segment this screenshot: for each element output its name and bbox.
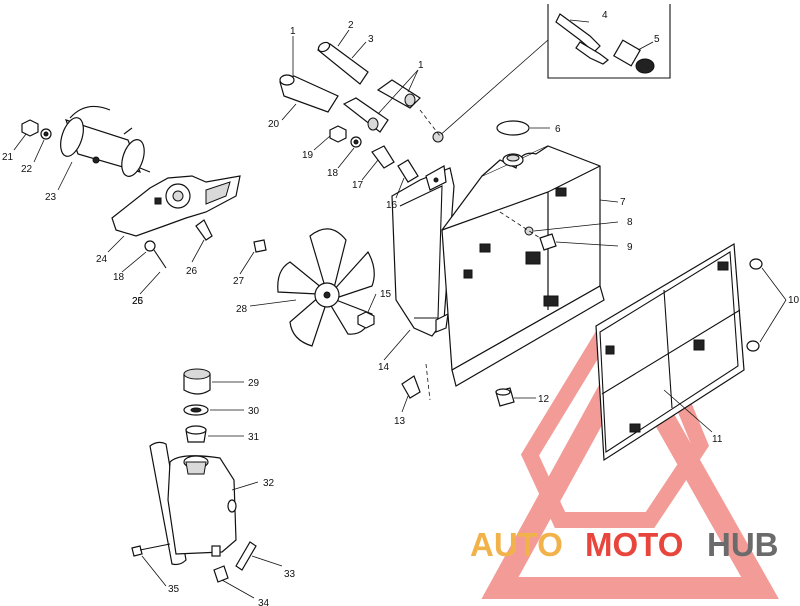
callout-labels: 1 1 2 3 4 5 6 7 8 9 10 11 12 13 14 15 16… (2, 10, 800, 606)
callout-25: 25 (132, 296, 144, 307)
callout-3: 3 (368, 34, 374, 45)
callout-18a: 18 (327, 168, 339, 179)
watermark-text: AUTO MOTO HUB (470, 526, 779, 563)
callout-24: 24 (96, 254, 108, 265)
callout-10: 10 (788, 295, 800, 306)
fan-shroud-part (391, 165, 455, 337)
coolant-reservoir-part (149, 441, 237, 566)
switch-part-5 (613, 39, 655, 74)
callout-23: 23 (45, 192, 57, 203)
callout-35: 35 (168, 584, 180, 595)
reservoir-cap-parts (183, 368, 211, 443)
callout-30: 30 (248, 406, 260, 417)
callout-8: 8 (627, 217, 633, 228)
temperature-sensor-part (555, 13, 609, 65)
watermark-auto: AUTO (470, 526, 563, 563)
callout-32: 32 (263, 478, 275, 489)
washers-10 (746, 258, 763, 352)
callout-5: 5 (654, 34, 660, 45)
watermark-moto: MOTO (585, 526, 683, 563)
callout-17: 17 (352, 180, 364, 191)
callout-11: 11 (712, 434, 723, 445)
callout-1b: 1 (418, 60, 424, 71)
grille-part (595, 242, 745, 462)
leader-lines (13, 19, 787, 599)
callout-28: 28 (236, 304, 248, 315)
callout-6: 6 (555, 124, 561, 135)
callout-19: 19 (302, 150, 314, 161)
callout-22: 22 (21, 164, 33, 175)
callout-20: 20 (268, 119, 280, 130)
callout-12: 12 (538, 394, 550, 405)
callout-13: 13 (394, 416, 406, 427)
watermark-hub: HUB (707, 526, 779, 563)
callout-26a: 26 (186, 266, 198, 277)
callout-21: 21 (2, 152, 14, 163)
callout-16: 16 (386, 200, 398, 211)
fan-bracket-part (111, 175, 241, 237)
screw-8-9 (539, 233, 557, 251)
callout-9: 9 (627, 242, 633, 253)
bumper-12 (495, 387, 515, 407)
callout-18b: 18 (113, 272, 125, 283)
fan-motor-part (60, 105, 151, 177)
fan-blade-part (277, 228, 375, 347)
callout-15: 15 (380, 289, 392, 300)
clamp-13 (401, 363, 431, 401)
nuts-washers-center (329, 125, 362, 148)
callout-7: 7 (620, 197, 626, 208)
callout-4: 4 (602, 10, 608, 21)
radiator-part (441, 145, 605, 387)
callout-27: 27 (233, 276, 245, 287)
callout-33: 33 (284, 569, 296, 580)
callout-31: 31 (248, 432, 260, 443)
callout-14: 14 (378, 362, 390, 373)
callout-2: 2 (348, 20, 354, 31)
small-hose-33-34-35 (131, 541, 257, 583)
radiator-cap-part (496, 120, 530, 167)
sensor-inset-box (437, 4, 671, 138)
callout-34: 34 (258, 598, 270, 606)
hose-parts (279, 41, 444, 183)
callout-1a: 1 (290, 26, 296, 37)
nuts-21-22 (21, 119, 52, 140)
callout-26b: 26 (132, 296, 144, 307)
screws-left (144, 219, 267, 269)
callout-29: 29 (248, 378, 260, 389)
